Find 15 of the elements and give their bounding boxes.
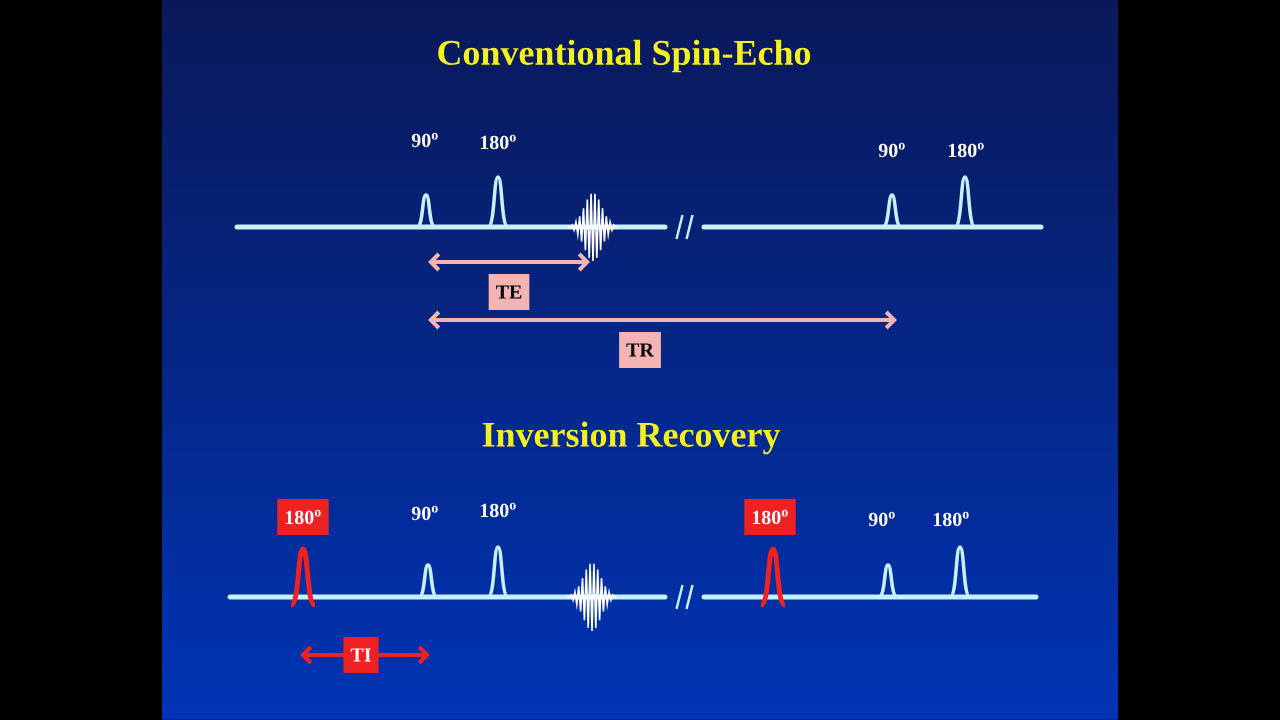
pulse-label: 180$^{o}$ — [480, 134, 516, 150]
pulse-label: 180$^{o}$ — [480, 502, 516, 518]
pulse-label: 90$^{o}$ — [868, 511, 895, 527]
pulse-label: 90$^{o}$ — [411, 505, 438, 521]
section-heading: Inversion Recovery — [482, 421, 781, 455]
pulse-label: 180$^{o}$ — [948, 142, 984, 158]
interval-box: TR — [619, 332, 661, 368]
slide-title: Conventional Spin-Echo — [438, 39, 811, 73]
pulse-label: 90$^{o}$ — [878, 142, 905, 158]
pulse-box: 180$^{o}$ — [744, 499, 796, 535]
interval-box: TE — [488, 274, 530, 310]
pulse-label: 90$^{o}$ — [411, 132, 438, 148]
pulse-label: 180$^{o}$ — [933, 511, 969, 527]
interval-box: TI — [343, 637, 379, 673]
pulse-box: 180$^{o}$ — [277, 499, 329, 535]
